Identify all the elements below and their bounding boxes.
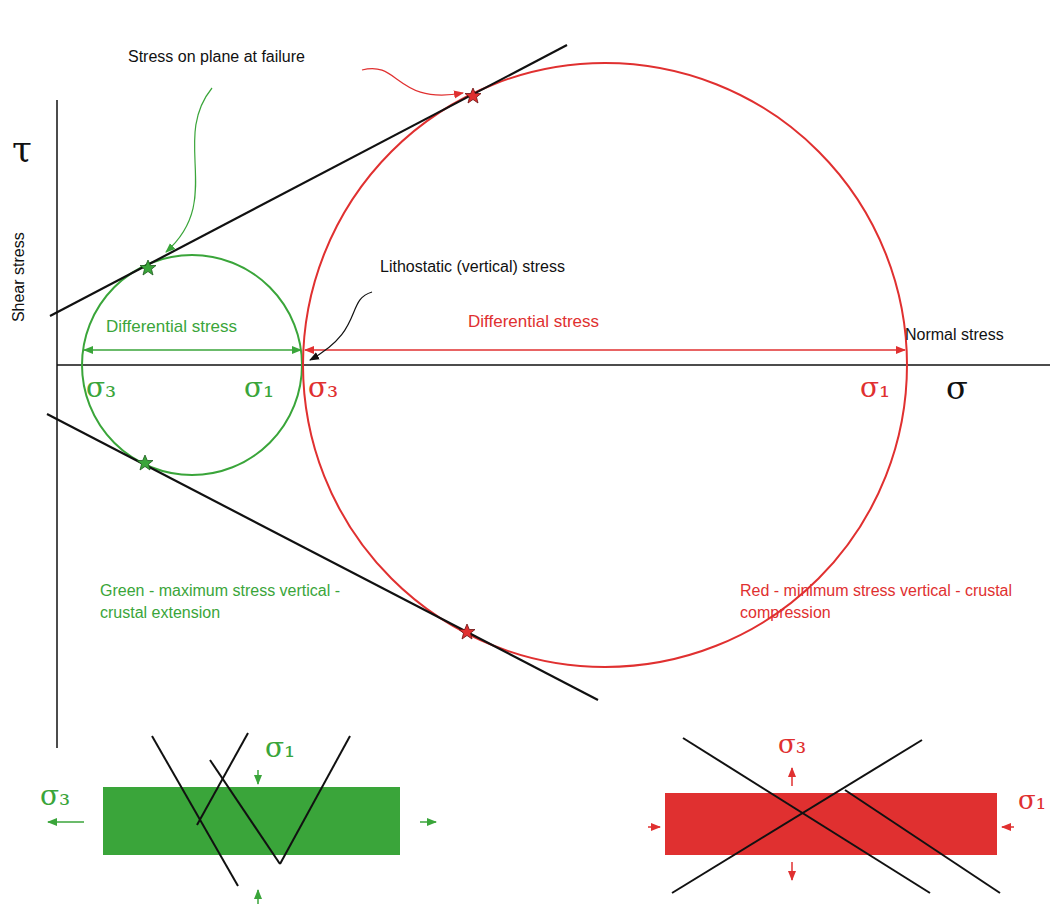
sigma-axis <box>57 364 1050 366</box>
stress-symbol: σ₃ <box>86 372 116 404</box>
stress-arrow <box>791 862 793 880</box>
stress-arrow <box>791 768 793 786</box>
axis-title: Shear stress <box>10 232 28 322</box>
axis-title: Normal stress <box>905 326 1004 344</box>
stress-symbol: σ₁ <box>860 372 890 404</box>
stress-symbol: σ₃ <box>40 780 70 812</box>
caption-note: Green - maximum stress vertical - crusta… <box>100 580 390 623</box>
callout-text: Stress on plane at failure <box>128 48 305 66</box>
stress-symbol: σ₁ <box>1018 786 1046 816</box>
dimension-label: Differential stress <box>468 312 599 332</box>
thrust-faults <box>672 738 1000 893</box>
stress-arrow <box>1002 826 1014 828</box>
tau-axis <box>56 100 58 748</box>
dimension-label: Differential stress <box>106 317 237 337</box>
stress-arrow <box>648 826 660 828</box>
dimension-arrow <box>84 349 301 351</box>
red-mohr-circle <box>303 63 907 667</box>
dimension-arrow <box>305 349 905 351</box>
stress-symbol: σ₃ <box>778 730 806 760</box>
stress-arrow <box>420 821 436 823</box>
axis-symbol: τ <box>12 128 32 169</box>
crust-block <box>665 793 997 855</box>
green-mohr-circle <box>82 255 302 475</box>
stress-arrow <box>257 770 259 784</box>
leader-line <box>362 69 463 96</box>
normal-faults <box>152 733 350 886</box>
leader-line <box>310 292 372 360</box>
leader-line <box>166 88 212 252</box>
axis-symbol: σ <box>946 370 968 407</box>
stress-symbol: σ₁ <box>265 732 295 764</box>
stress-symbol: σ₃ <box>308 372 338 404</box>
stress-symbol: σ₁ <box>244 372 274 404</box>
stress-arrow <box>257 890 259 904</box>
caption-note: Red - minimum stress vertical - crustal … <box>740 580 1040 623</box>
callout-text: Lithostatic (vertical) stress <box>380 258 565 276</box>
failure-envelope <box>50 45 567 316</box>
failure-star <box>137 260 156 470</box>
stress-arrow <box>48 821 84 823</box>
failure-star <box>459 88 481 639</box>
failure-envelope <box>47 414 598 700</box>
